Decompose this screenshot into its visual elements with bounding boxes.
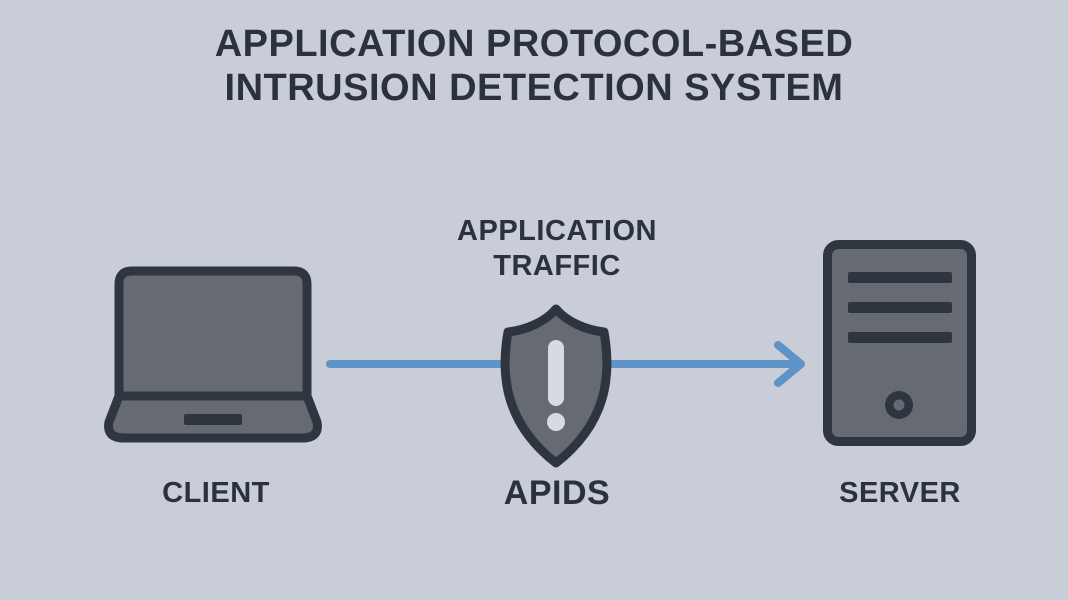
client-node bbox=[104, 266, 322, 451]
page-title-line1: APPLICATION PROTOCOL-BASED bbox=[214, 23, 854, 65]
client-label: CLIENT bbox=[162, 477, 270, 509]
flow-label-line2: TRAFFIC bbox=[493, 250, 621, 283]
apids-node bbox=[480, 302, 632, 477]
apids-label: APIDS bbox=[503, 474, 611, 512]
server-node bbox=[822, 239, 977, 452]
server-tower-icon bbox=[823, 240, 976, 446]
page-title: APPLICATION PROTOCOL-BASED INTRUSION DET… bbox=[0, 22, 1068, 110]
flow-label: APPLICATION TRAFFIC bbox=[437, 214, 677, 285]
shield-alert-icon bbox=[500, 304, 612, 468]
laptop-icon bbox=[104, 266, 322, 443]
server-label: SERVER bbox=[839, 477, 961, 509]
flow-label-line1: APPLICATION bbox=[457, 215, 657, 247]
page-title-line2: INTRUSION DETECTION SYSTEM bbox=[224, 67, 844, 110]
